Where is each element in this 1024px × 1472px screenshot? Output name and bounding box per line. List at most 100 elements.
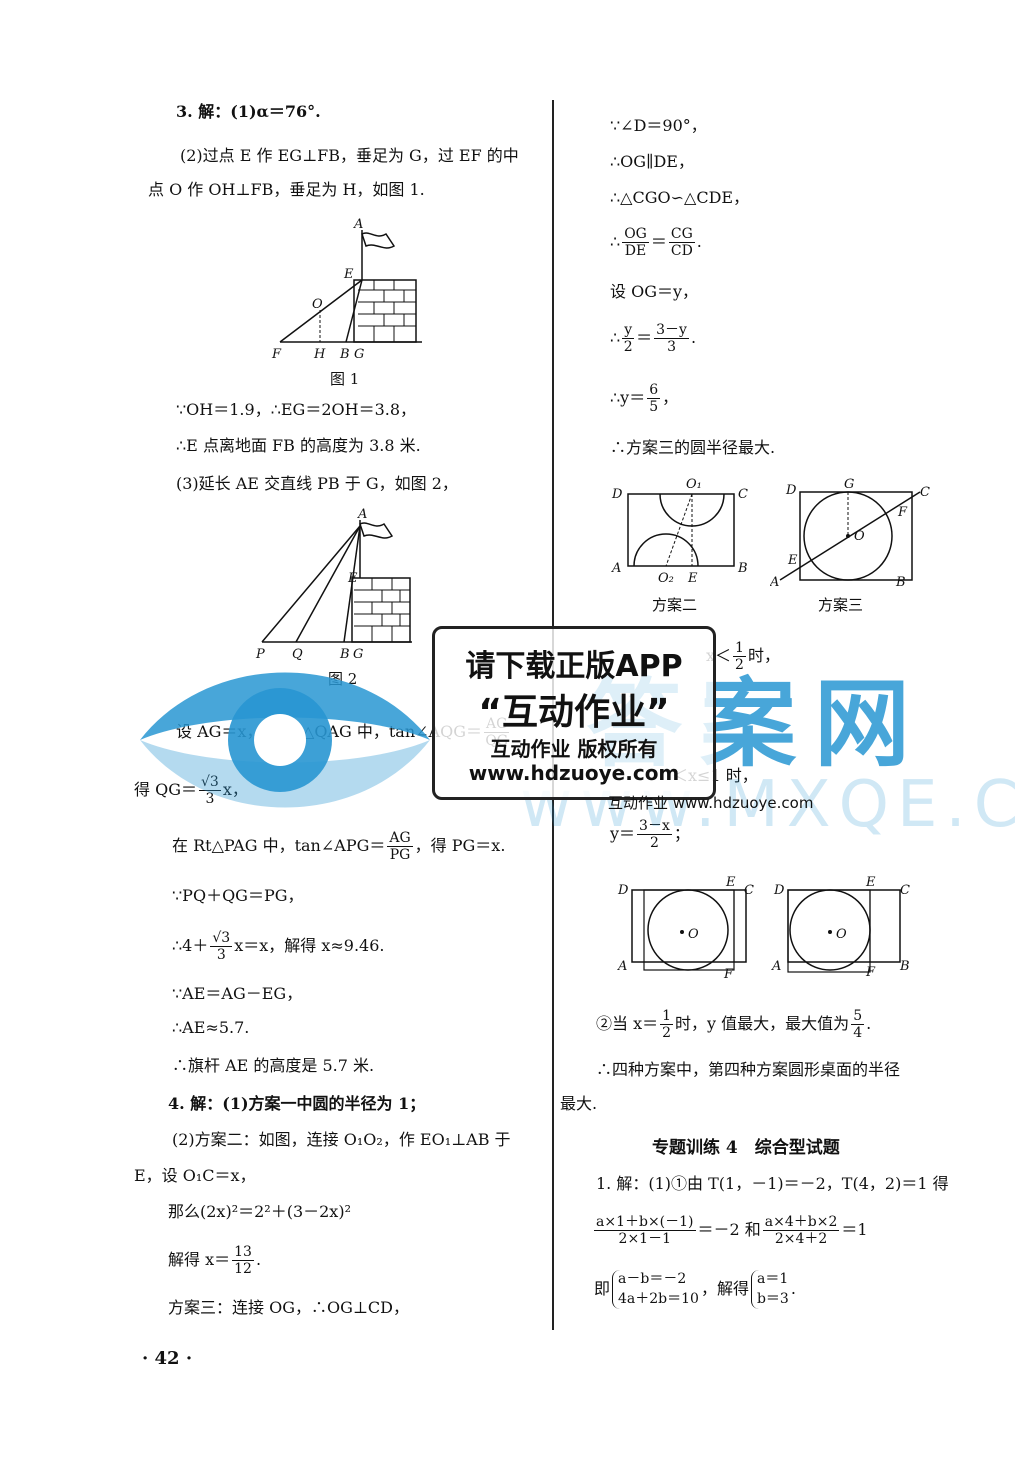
text-line: ∴OG∥DE， bbox=[610, 152, 694, 171]
label-E: E bbox=[687, 571, 698, 586]
label-O: O bbox=[836, 927, 847, 942]
text-line: ∴旗杆 AE 的高度是 5.7 米. bbox=[172, 1056, 375, 1075]
text-line: ∴方案三的圆半径最大. bbox=[610, 438, 776, 457]
text-line: ∴E 点离地面 FB 的高度为 3.8 米. bbox=[176, 436, 421, 455]
label-B: B bbox=[339, 347, 350, 362]
label-B: B bbox=[339, 647, 350, 662]
label-Q: Q bbox=[292, 647, 303, 662]
figure-scheme-2-caption: 方案二 bbox=[652, 596, 698, 614]
label-B: B bbox=[899, 959, 910, 974]
text-line: 点 O 作 OH⊥FB，垂足为 H，如图 1. bbox=[148, 180, 425, 199]
watermark-line: 请下载正版APP bbox=[465, 649, 683, 684]
label-F: F bbox=[723, 967, 734, 982]
label-P: P bbox=[255, 647, 265, 662]
text-line: ∵PQ＋QG＝PG， bbox=[172, 886, 304, 905]
label-A: A bbox=[357, 507, 367, 522]
label-A: A bbox=[617, 959, 627, 974]
label-G: G bbox=[354, 347, 364, 362]
label-F: F bbox=[897, 505, 908, 520]
text-line: 得 QG＝√33x， bbox=[134, 774, 248, 807]
text-line: ∴△CGO∽△CDE， bbox=[610, 188, 750, 207]
text-line: E，设 O₁C＝x， bbox=[134, 1166, 256, 1185]
label-F: F bbox=[865, 965, 876, 980]
fraction: a×1＋b×(－1)2×1－1 bbox=[594, 1214, 696, 1248]
label-C: C bbox=[744, 883, 754, 898]
text-line: (2)方案二：如图，连接 O₁O₂，作 EO₁⊥AB 于 bbox=[172, 1130, 511, 1149]
label-H: H bbox=[313, 347, 326, 362]
text-line: ∵∠D＝90°， bbox=[610, 116, 707, 135]
label-O: O bbox=[688, 927, 699, 942]
watermark-line: www.hdzuoye.com bbox=[468, 761, 680, 785]
problem-3-answer: 3. 解：(1)α＝76°. bbox=[176, 102, 321, 121]
label-A: A bbox=[770, 575, 779, 590]
label-A: A bbox=[771, 959, 781, 974]
text-line: ∴AE≈5.7. bbox=[172, 1018, 250, 1037]
figure-scheme-3: D G C F E O A B bbox=[770, 477, 930, 590]
label-C: C bbox=[900, 883, 910, 898]
label-E: E bbox=[347, 571, 358, 586]
text-line: 方案三：连接 OG，∴OG⊥CD， bbox=[168, 1298, 410, 1317]
fraction: √33 bbox=[199, 774, 221, 807]
label-O2: O₂ bbox=[658, 571, 674, 586]
label-G: G bbox=[844, 477, 854, 492]
figure-1: A E O F H B G bbox=[271, 217, 422, 362]
label-E: E bbox=[725, 875, 736, 890]
watermark-app-box: 请下载正版APP “互动作业” 互动作业 版权所有 www.hdzuoye.co… bbox=[432, 626, 716, 800]
text-line: (3)延长 AE 交直线 PB 于 G，如图 2， bbox=[176, 474, 458, 493]
label-O: O bbox=[854, 529, 865, 544]
text-line: 设 OG＝y， bbox=[610, 282, 699, 301]
figure-scheme-4b: D E C O A F B bbox=[771, 875, 910, 980]
label-B: B bbox=[895, 575, 906, 590]
problem-4-answer: 4. 解：(1)方案一中圆的半径为 1； bbox=[168, 1094, 426, 1113]
label-D: D bbox=[785, 483, 797, 498]
label-C: C bbox=[738, 487, 748, 502]
label-A: A bbox=[353, 217, 363, 232]
label-O: O bbox=[312, 297, 323, 312]
label-D: D bbox=[617, 883, 629, 898]
text-line: 那么(2x)²＝2²＋(3－2x)² bbox=[168, 1202, 351, 1221]
watermark-footer: 互动作业 www.hdzuoye.com bbox=[608, 794, 814, 812]
text-line: 最大. bbox=[560, 1094, 598, 1113]
watermark-line: “互动作业” bbox=[478, 692, 670, 733]
watermark-eye-logo bbox=[140, 672, 430, 808]
text-line: 1. 解：(1)①由 T(1，－1)＝－2，T(4，2)＝1 得 bbox=[596, 1174, 949, 1193]
section-heading: 专题训练 4 综合型试题 bbox=[652, 1138, 840, 1158]
watermark-line: 互动作业 版权所有 bbox=[490, 737, 658, 761]
label-A: A bbox=[611, 561, 621, 576]
figure-scheme-4a: D E C O A F bbox=[617, 875, 754, 982]
figure-2: A E P Q B G bbox=[255, 507, 412, 662]
label-E: E bbox=[343, 267, 354, 282]
label-B: B bbox=[737, 561, 748, 576]
text-line: ∵AE＝AG－EG， bbox=[172, 984, 303, 1003]
figure-1-caption: 图 1 bbox=[330, 370, 360, 388]
label-F: F bbox=[271, 347, 282, 362]
figure-scheme-2: D O₁ C A O₂ E B bbox=[611, 477, 748, 586]
label-D: D bbox=[773, 883, 785, 898]
text-line: (2)过点 E 作 EG⊥FB，垂足为 G，过 EF 的中 bbox=[180, 146, 519, 165]
label-G: G bbox=[353, 647, 363, 662]
